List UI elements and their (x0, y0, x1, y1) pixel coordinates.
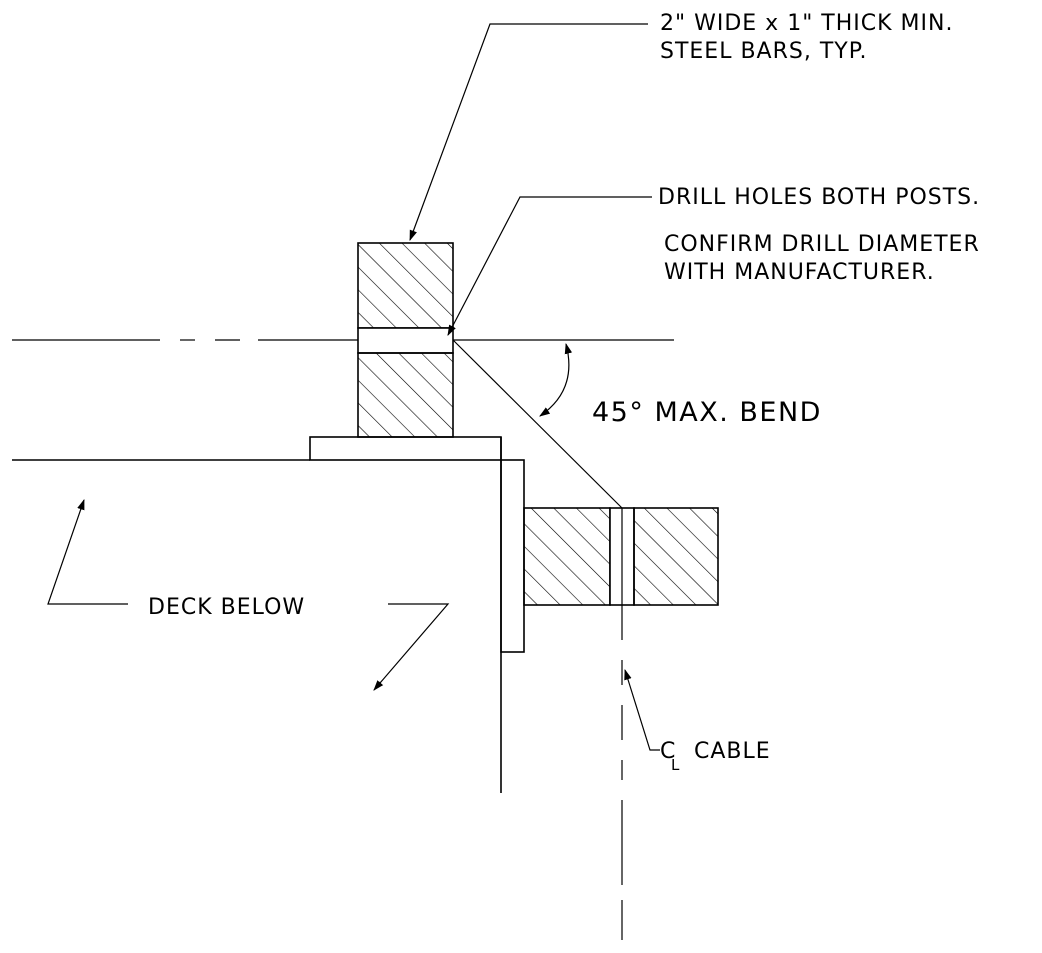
drill-note-line2: CONFIRM DRILL DIAMETER (664, 232, 980, 257)
bars-leader (409, 23, 648, 242)
base-plate (309, 436, 502, 461)
cable-centerline-symbol: C (660, 739, 676, 764)
upper-bar-bottom-section (357, 352, 454, 438)
side-plate (500, 459, 525, 653)
upper-bar-top-section (357, 242, 454, 329)
cable-centerline-symbol-sub: L (671, 756, 680, 774)
deck-leader-left (47, 498, 128, 605)
bars-note-line1: 2" WIDE x 1" THICK MIN. (660, 11, 953, 36)
upper-steel-bar (357, 242, 454, 438)
drill-note-line1: DRILL HOLES BOTH POSTS. (658, 185, 980, 210)
side-bar-left-section (523, 507, 611, 606)
cable-note: CABLE (694, 739, 771, 764)
side-steel-bar (523, 507, 719, 606)
upper-bar-drill-hole (357, 327, 454, 354)
drill-note-line3: WITH MANUFACTURER. (664, 260, 935, 285)
bend-note: 45° MAX. BEND (592, 397, 822, 428)
deck-leader-right (373, 603, 450, 691)
side-bar-right-section (633, 507, 719, 606)
deck-note: DECK BELOW (148, 595, 305, 620)
cable-leader (624, 668, 660, 751)
drill-leader (447, 196, 652, 336)
bend-angle-arc (539, 342, 573, 417)
cable-line (452, 339, 623, 509)
bars-note-line2: STEEL BARS, TYP. (660, 39, 868, 64)
